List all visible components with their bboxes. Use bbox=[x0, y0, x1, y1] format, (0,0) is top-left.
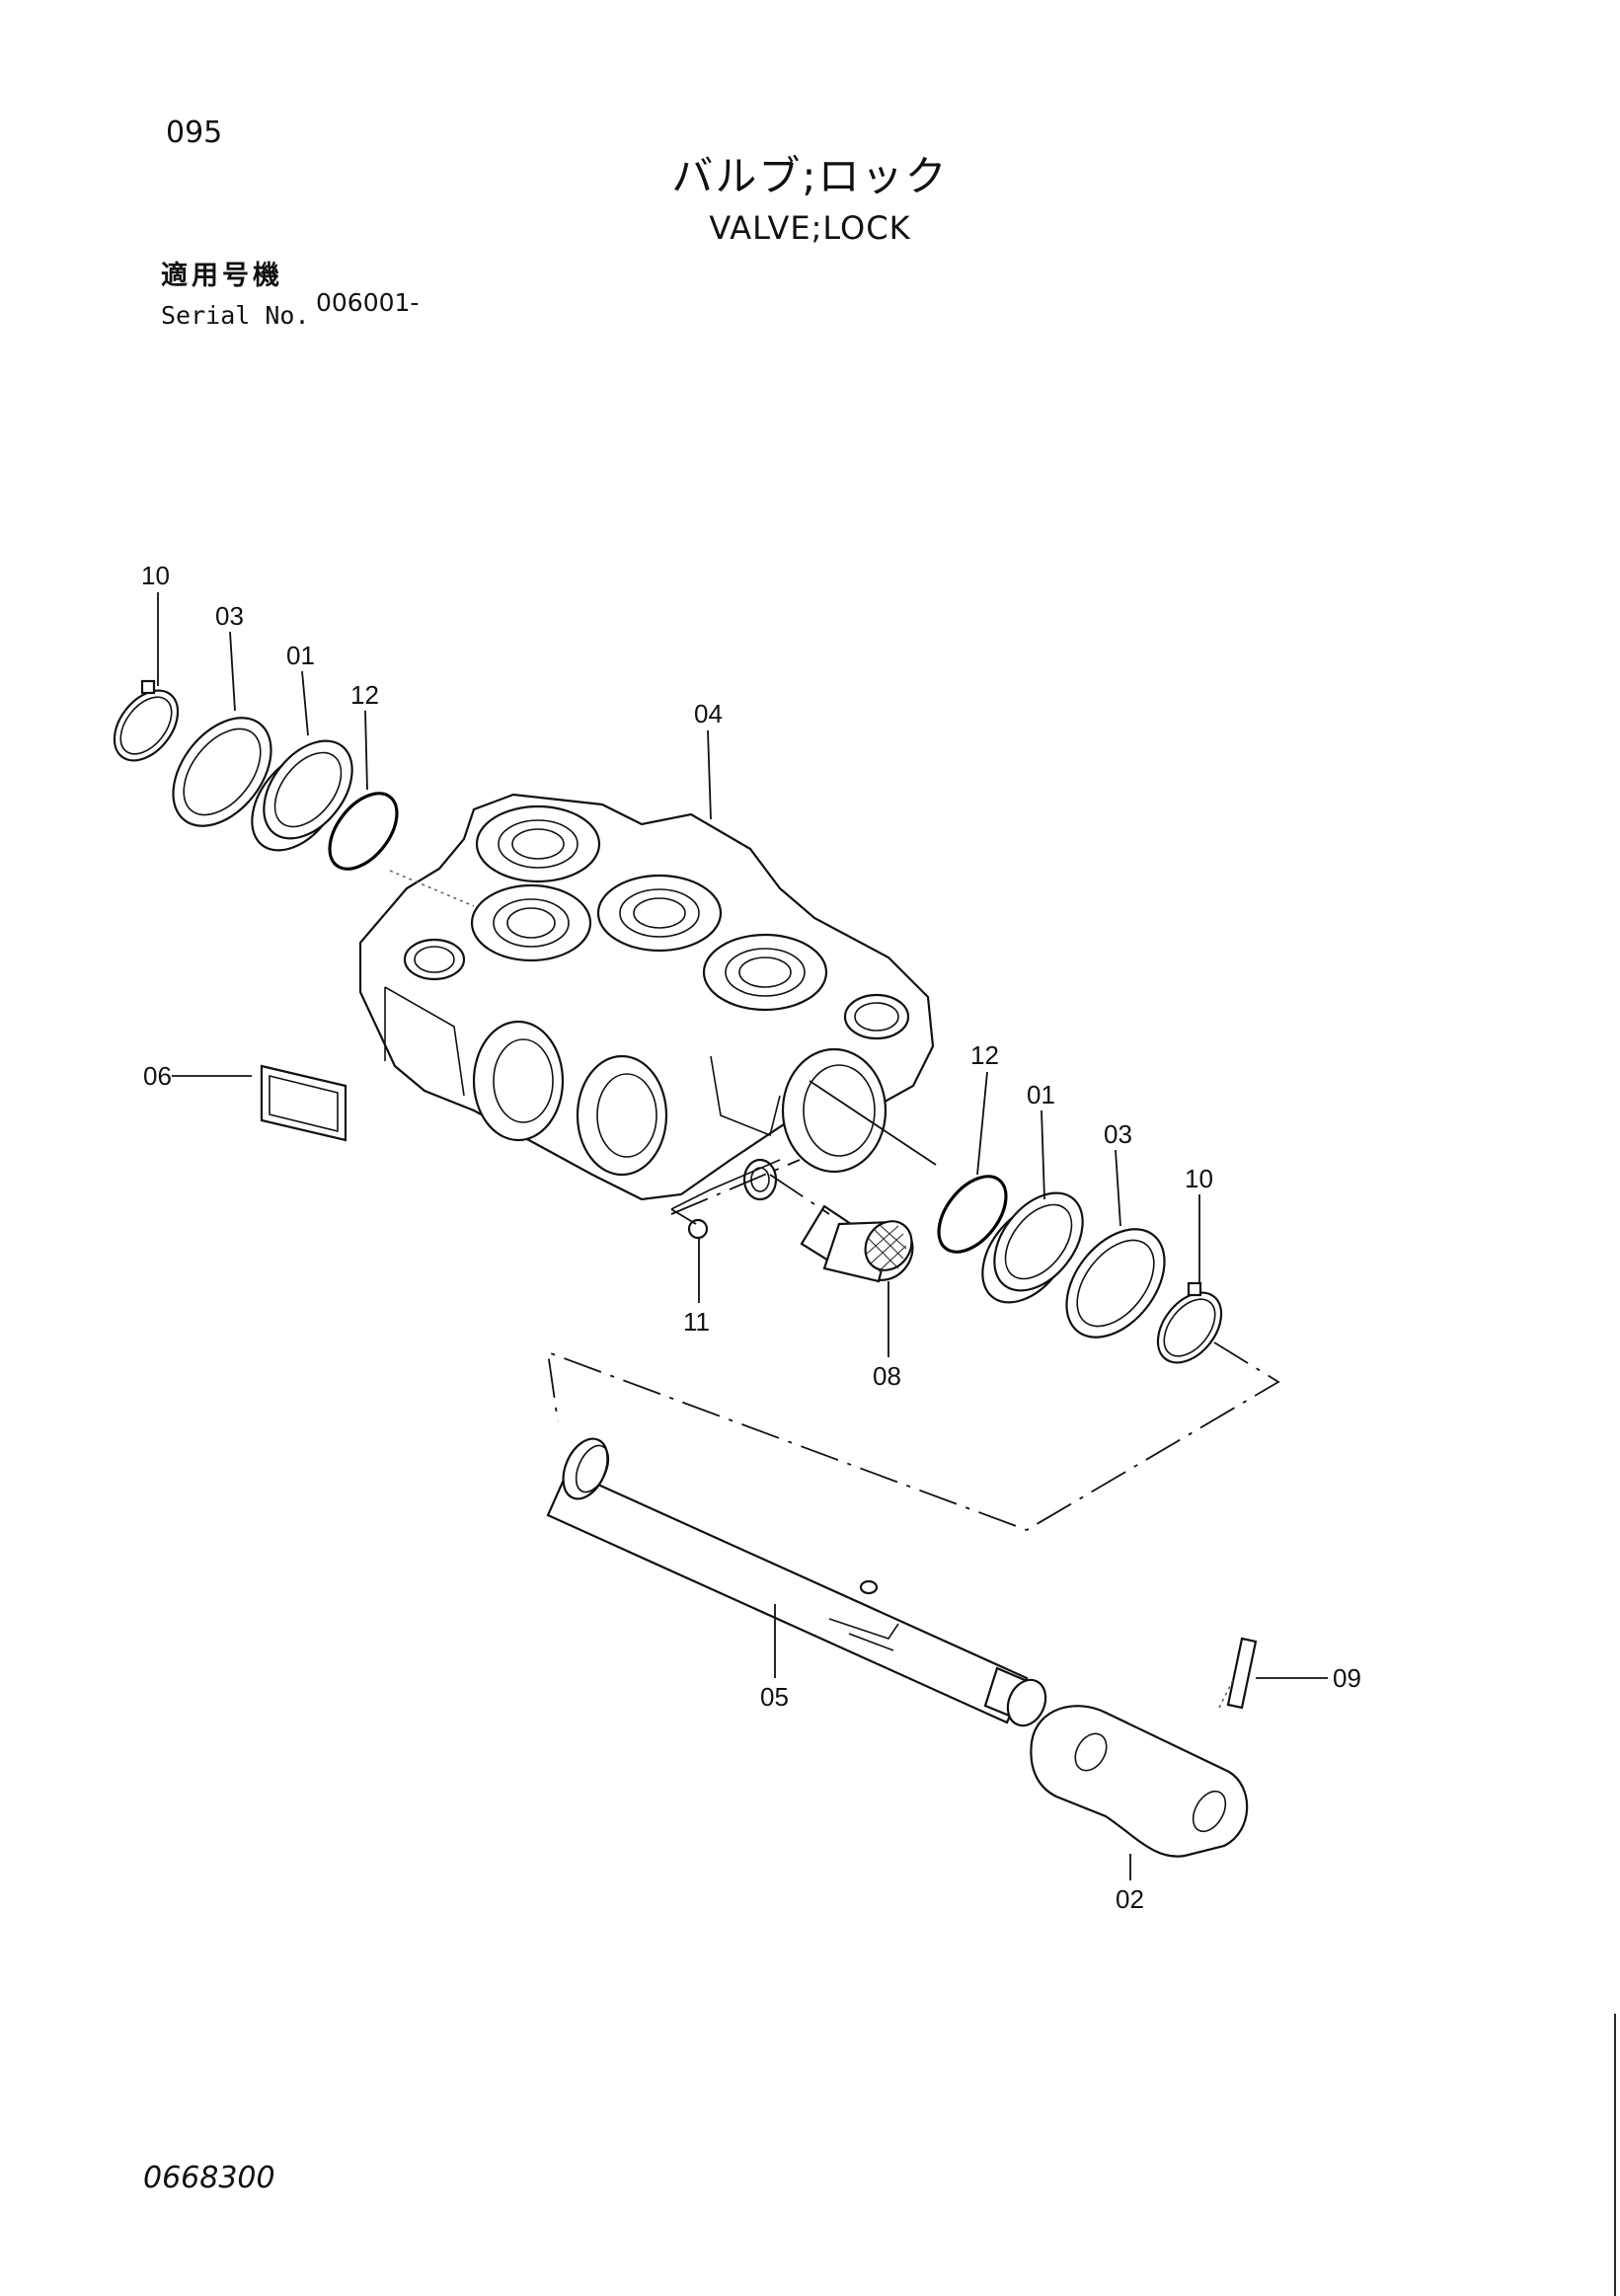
title-japanese: バルブ;ロック bbox=[671, 152, 949, 200]
callout-06: 06 bbox=[143, 1061, 172, 1091]
callout-10-left: 10 bbox=[141, 561, 170, 590]
callout-01-left: 01 bbox=[286, 641, 315, 670]
washer-left bbox=[172, 717, 272, 827]
o-ring-right bbox=[937, 1175, 1008, 1254]
snap-ring-right bbox=[1156, 1281, 1223, 1364]
callout-02: 02 bbox=[1116, 1884, 1144, 1914]
callout-05: 05 bbox=[760, 1682, 789, 1712]
callout-09: 09 bbox=[1333, 1663, 1361, 1693]
callout-08: 08 bbox=[873, 1361, 901, 1391]
callout-04: 04 bbox=[694, 699, 723, 728]
plug bbox=[800, 1204, 914, 1283]
callout-03-left: 03 bbox=[215, 601, 244, 631]
washer-right bbox=[1065, 1228, 1166, 1339]
document-number: 0668300 bbox=[143, 2161, 275, 2195]
snap-ring-left bbox=[113, 679, 180, 762]
name-plate bbox=[260, 1064, 347, 1142]
callout-12-right: 12 bbox=[970, 1040, 999, 1070]
callout-12-left: 12 bbox=[350, 680, 379, 710]
callout-11: 11 bbox=[683, 1307, 710, 1337]
lock-lever bbox=[1030, 1705, 1249, 1858]
check-ball bbox=[687, 1218, 709, 1240]
valve-body bbox=[358, 793, 935, 1201]
serial-label-english: Serial No. bbox=[161, 301, 310, 330]
o-ring-left bbox=[328, 792, 399, 871]
bushing-right bbox=[981, 1191, 1084, 1304]
callout-03-right: 03 bbox=[1104, 1119, 1132, 1149]
serial-label-japanese: 適用号機 bbox=[161, 261, 283, 291]
spring-pin bbox=[1226, 1637, 1258, 1710]
bushing-left bbox=[251, 739, 353, 852]
page-number: 095 bbox=[166, 115, 223, 150]
callout-10-right: 10 bbox=[1185, 1164, 1213, 1193]
callout-01-right: 01 bbox=[1027, 1080, 1055, 1110]
title-english: VALVE;LOCK bbox=[709, 209, 911, 247]
serial-number-range: 006001- bbox=[316, 288, 420, 317]
spool-shaft bbox=[546, 1437, 1047, 1727]
